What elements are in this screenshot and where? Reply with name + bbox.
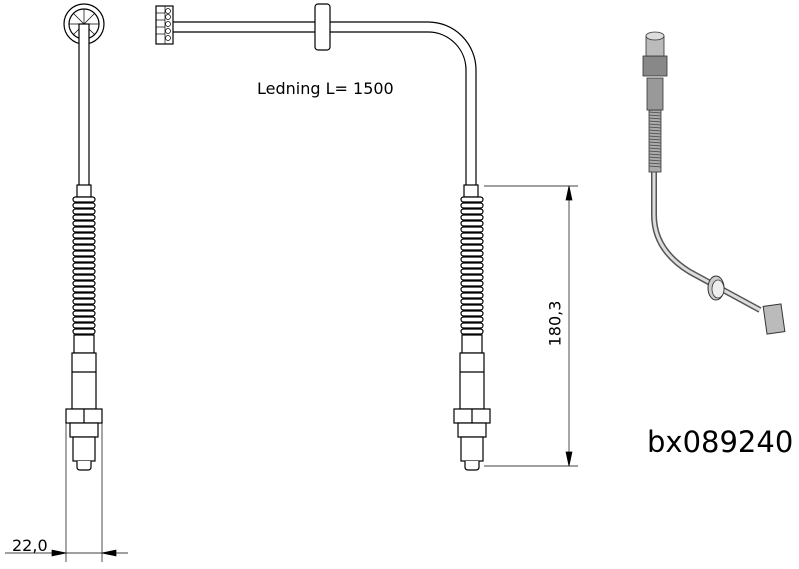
spring-coil (72, 268, 96, 275)
spring-coil (460, 292, 484, 299)
cable-length-label: Ledning L= 1500 (257, 79, 394, 98)
spring-coil (72, 214, 96, 221)
spring-coil (72, 280, 96, 287)
spring-coil (72, 202, 96, 209)
iso-spring-coil (648, 135, 662, 138)
iso-spring-coil (648, 159, 662, 162)
front-view-sensor (155, 3, 578, 471)
spring-coil (72, 298, 96, 305)
iso-spring-coil (648, 111, 662, 114)
spring-coil (460, 238, 484, 245)
spring-coil (460, 202, 484, 209)
spring-coil (460, 310, 484, 317)
iso-spring-coil (648, 117, 662, 120)
cable-vertical (78, 23, 90, 187)
iso-spring-coil (648, 165, 662, 168)
width-dimension-lines (5, 423, 128, 562)
spring-coil (72, 244, 96, 251)
cable-inner-edge (173, 31, 467, 186)
iso-spring-coil (648, 156, 662, 159)
spring-coil (460, 298, 484, 305)
spring-coil (72, 226, 96, 233)
spring-coil (460, 274, 484, 281)
part-number: bx089240 (647, 425, 794, 459)
spring-coil (460, 250, 484, 257)
spring-coil (72, 250, 96, 257)
spring-coil (460, 262, 484, 269)
spring-coil (460, 226, 484, 233)
spring-coil (72, 328, 96, 335)
spring-left (72, 196, 96, 335)
spring-coil (72, 304, 96, 311)
spring-coil (72, 238, 96, 245)
spring-coil (72, 220, 96, 227)
connector-plug (155, 5, 174, 45)
iso-spring-coil (648, 138, 662, 141)
spring-coil (460, 280, 484, 287)
spring-coil (72, 256, 96, 263)
spring-coil (460, 328, 484, 335)
iso-spring-coil (648, 150, 662, 153)
cable-clip (314, 3, 331, 51)
spring-coil (72, 310, 96, 317)
isometric-view (642, 31, 786, 335)
spring-coil (72, 208, 96, 215)
iso-spring-coil (648, 144, 662, 147)
spring-coil (72, 316, 96, 323)
iso-spring-coil (648, 153, 662, 156)
spring-coil (460, 268, 484, 275)
spring-coil (460, 196, 484, 203)
spring-coil (72, 274, 96, 281)
spring-coil (72, 286, 96, 293)
iso-spring-coil (648, 162, 662, 165)
spring-coil (460, 220, 484, 227)
spring-coil (460, 304, 484, 311)
iso-spring-coil (648, 123, 662, 126)
spring-coil (460, 316, 484, 323)
spring-coil (460, 286, 484, 293)
iso-spring-coil (648, 132, 662, 135)
sensor-body-left (65, 334, 103, 471)
side-view-sensor (5, 3, 128, 562)
spring-coil (460, 232, 484, 239)
iso-spring-coil (648, 114, 662, 117)
iso-spring-coil (648, 126, 662, 129)
spring-right (460, 196, 484, 335)
iso-spring-coil (648, 120, 662, 123)
spring-coil (460, 208, 484, 215)
spring-coil (72, 232, 96, 239)
width-dimension-value: 22,0 (12, 536, 48, 555)
cable-outer-edge (173, 21, 477, 186)
spring-coil (72, 322, 96, 329)
height-dimension-value: 180,3 (545, 300, 565, 347)
spring-coil (460, 322, 484, 329)
iso-spring-coil (648, 141, 662, 144)
spring-coil (460, 214, 484, 221)
spring-coil (72, 292, 96, 299)
spring-coil (72, 196, 96, 203)
sensor-body-right (453, 334, 491, 471)
height-dimension-lines (484, 185, 578, 467)
iso-spring-coil (648, 147, 662, 150)
spring-coil (460, 256, 484, 263)
iso-spring-coil (648, 129, 662, 132)
spring-coil (72, 262, 96, 269)
spring-coil (460, 244, 484, 251)
